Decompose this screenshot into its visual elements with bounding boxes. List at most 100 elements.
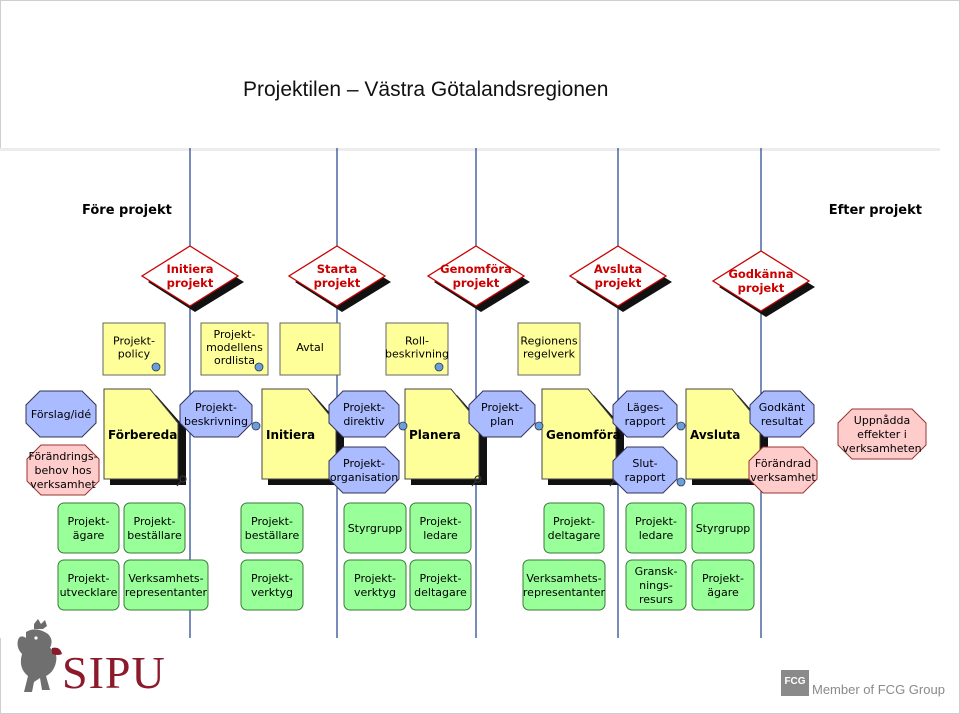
key-icon xyxy=(471,475,482,487)
attachment-icon xyxy=(151,362,161,372)
role-1: Projekt-ägare xyxy=(57,502,120,554)
attachment-icon xyxy=(398,421,408,431)
role-label: Verksamhets-representanter xyxy=(523,572,606,599)
role-12: Verksamhets-representanter xyxy=(522,559,606,611)
artifact-label: Projekt-beskrivning xyxy=(184,401,248,428)
role-label: Projekt-ägare xyxy=(702,572,744,599)
sipu-lion-icon xyxy=(17,619,62,692)
role-label: Projekt-verktyg xyxy=(251,572,293,599)
phase-label: Genomföra xyxy=(546,428,621,442)
artifact-label: Projekt-plan xyxy=(481,401,523,428)
slide-title: Projektilen – Västra Götalandsregionen xyxy=(243,78,609,101)
role-label: Verksamhets-representanter xyxy=(125,572,208,599)
phase-1: Förbereda xyxy=(103,388,186,485)
role-13: Projekt-ledare xyxy=(625,502,687,554)
artifact-5: Projekt-plan xyxy=(468,390,544,438)
document-3: Avtal xyxy=(279,322,341,376)
phase-4: Genomföra xyxy=(541,388,624,485)
attachment-icon xyxy=(676,421,686,431)
role-14: Styrgrupp xyxy=(691,502,755,554)
document-label: Projekt-policy xyxy=(113,335,155,361)
fcg-badge: FCG xyxy=(781,670,809,696)
role-11: Projekt-deltagare xyxy=(543,502,605,554)
role-9: Projekt-verktyg xyxy=(343,559,407,611)
role-label: Gransk-nings-resurs xyxy=(635,565,678,606)
role-4: Verksamhets-representanter xyxy=(123,559,209,611)
phase-3: Planera xyxy=(404,388,487,485)
document-1: Projekt-policy xyxy=(102,322,166,376)
attachment-icon xyxy=(534,421,544,431)
role-5: Projekt-beställare xyxy=(240,502,304,554)
artifact-3: Projekt-direktiv xyxy=(328,390,408,438)
document-4: Roll-beskrivning xyxy=(385,322,449,376)
attachment-icon xyxy=(254,362,264,372)
document-label: Roll-beskrivning xyxy=(385,335,449,361)
artifact-label: Slut-rapport xyxy=(625,457,666,484)
artifact-6: Läges-rapport xyxy=(612,390,686,438)
document-label: Avtal xyxy=(296,341,324,354)
role-15: Gransk-nings-resurs xyxy=(625,559,687,611)
before-project-label: Före projekt xyxy=(82,203,172,218)
artifact-1: Förslag/idé xyxy=(25,390,97,438)
role-label: Styrgrupp xyxy=(696,522,751,535)
key-icon xyxy=(176,475,187,487)
role-7: Styrgrupp xyxy=(343,502,407,554)
phase-label: Förbereda xyxy=(108,428,177,442)
role-label: Projekt-ägare xyxy=(68,515,110,542)
role-label: Projekt-utvecklare xyxy=(60,572,118,599)
artifact-7: Slut-rapport xyxy=(612,446,686,494)
artifact-label: Läges-rapport xyxy=(625,401,666,428)
role-label: Projekt-verktyg xyxy=(354,572,396,599)
phase-label: Initiera xyxy=(266,428,315,442)
fcg-member-text: Member of FCG Group xyxy=(812,682,945,697)
role-label: Projekt-beställare xyxy=(245,515,300,542)
attachment-icon xyxy=(676,477,686,487)
role-label: Projekt-deltagare xyxy=(548,515,601,542)
role-label: Projekt-beställare xyxy=(127,515,182,542)
role-8: Projekt-ledare xyxy=(409,502,472,554)
role-label: Styrgrupp xyxy=(348,522,403,535)
attachment-icon xyxy=(251,421,261,431)
artifact-label: Projekt-direktiv xyxy=(343,401,385,428)
diagram-top-edge xyxy=(0,148,940,151)
role-label: Projekt-ledare xyxy=(420,515,462,542)
phase-2: Initiera xyxy=(261,388,344,485)
role-label: Projekt-deltagare xyxy=(414,572,467,599)
artifact-4: Projekt-organisation xyxy=(328,446,400,494)
sipu-logo-text: SIPU xyxy=(62,647,166,698)
phase-label: Planera xyxy=(409,428,461,442)
role-3: Projekt-utvecklare xyxy=(57,559,120,611)
after-project-label: Efter projekt xyxy=(829,203,922,218)
role-2: Projekt-beställare xyxy=(123,502,186,554)
role-label: Projekt-ledare xyxy=(635,515,677,542)
artifact-2: Projekt-beskrivning xyxy=(179,390,261,438)
role-16: Projekt-ägare xyxy=(691,559,755,611)
artifact-label: Projekt-organisation xyxy=(330,457,398,484)
phase-label: Avsluta xyxy=(690,428,740,442)
artifact-label: Förslag/idé xyxy=(31,408,91,421)
role-10: Projekt-deltagare xyxy=(409,559,472,611)
